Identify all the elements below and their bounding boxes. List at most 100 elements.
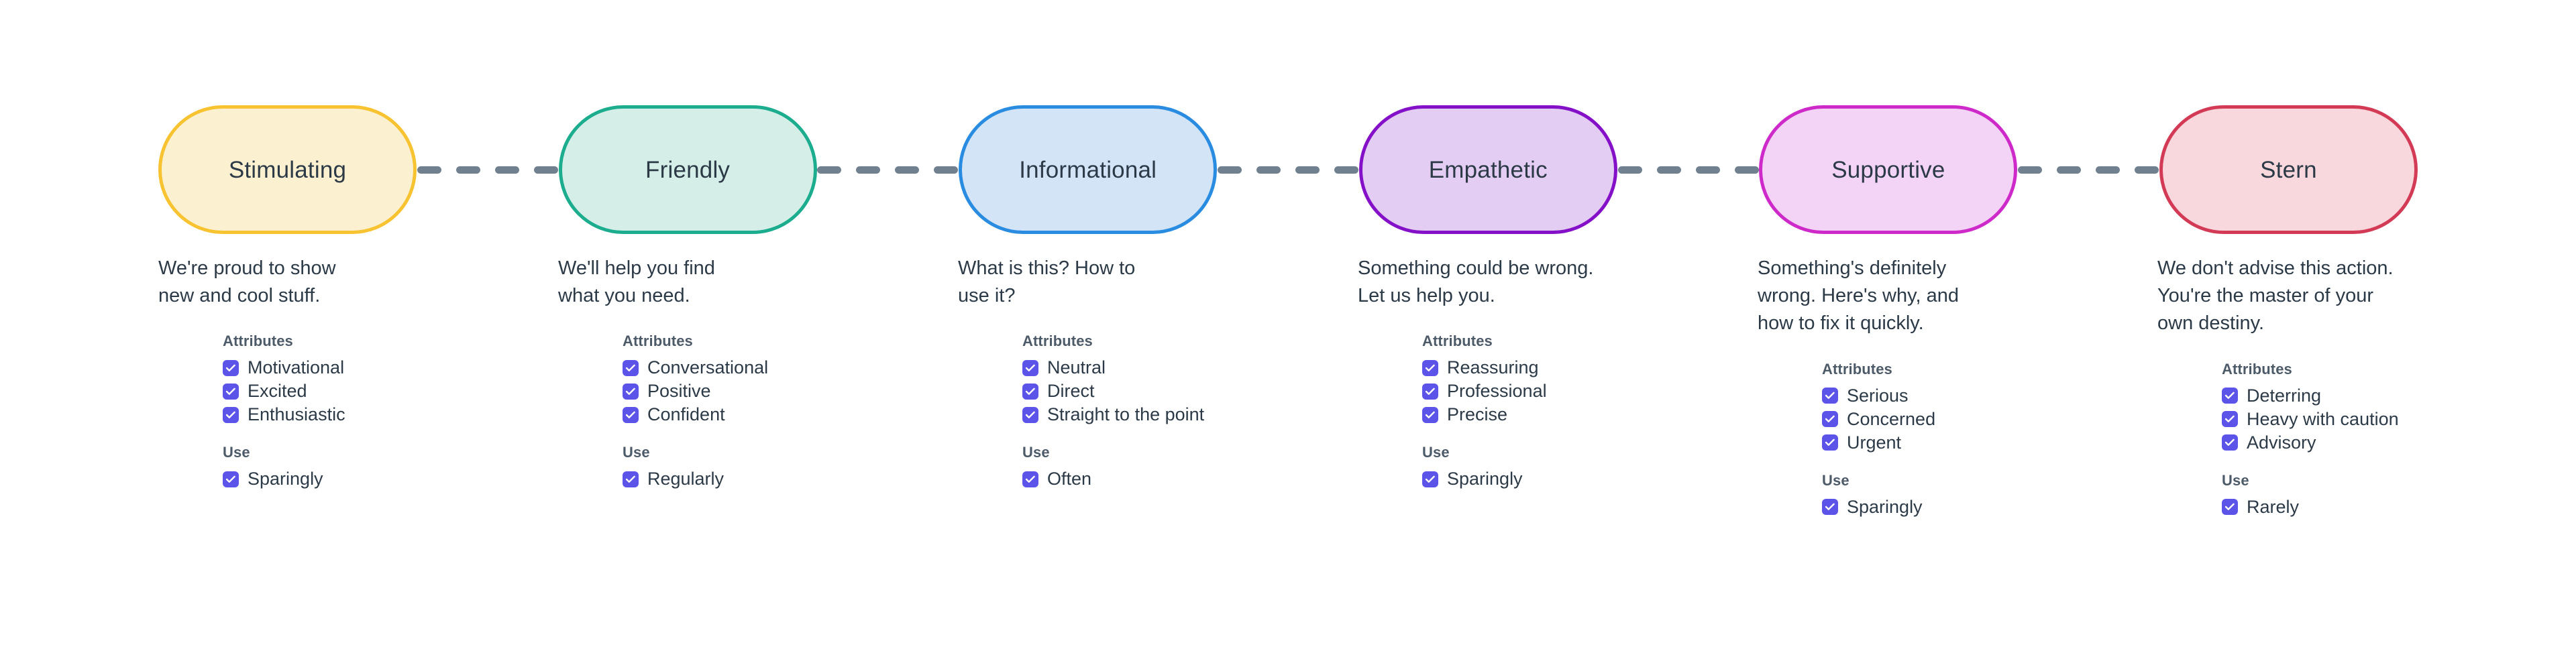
- connector-dash: [1656, 166, 1681, 174]
- tone-pill-stimulating[interactable]: Stimulating: [158, 105, 417, 234]
- checkbox-checked-icon[interactable]: [2222, 411, 2238, 428]
- connector-dash: [1734, 166, 1759, 174]
- attribute-checkbox-row[interactable]: Direct: [1022, 379, 1216, 403]
- tone-pill-supportive[interactable]: Supportive: [1759, 105, 2018, 234]
- checkbox-checked-icon[interactable]: [223, 383, 239, 400]
- attribute-checkbox-row[interactable]: Neutral: [1022, 356, 1216, 379]
- checkbox-checked-icon[interactable]: [223, 471, 239, 487]
- checkbox-checked-icon[interactable]: [1422, 471, 1438, 487]
- connector-dash: [2135, 166, 2159, 174]
- checkbox-checked-icon[interactable]: [1422, 359, 1438, 376]
- checkbox-checked-icon[interactable]: [1422, 383, 1438, 400]
- attribute-checkbox-row[interactable]: Straight to the point: [1022, 403, 1216, 426]
- connector-dash: [2057, 166, 2082, 174]
- use-checkbox-row[interactable]: Sparingly: [1422, 467, 1616, 491]
- attribute-checkbox-row[interactable]: Advisory: [2222, 431, 2416, 455]
- attribute-checkbox-row[interactable]: Serious: [1822, 384, 2016, 408]
- connector-dash: [2096, 166, 2121, 174]
- tone-pill-label: Friendly: [645, 156, 731, 183]
- checkbox-label: Motivational: [248, 357, 345, 378]
- connector-dash: [417, 166, 441, 174]
- checkbox-label: Neutral: [1047, 357, 1106, 378]
- connector-dash: [2018, 166, 2043, 174]
- attribute-checkbox-row[interactable]: Deterring: [2222, 384, 2416, 408]
- attribute-checkbox-row[interactable]: Positive: [623, 379, 816, 403]
- tone-description: We're proud to show new and cool stuff.: [158, 257, 336, 307]
- attribute-checkbox-row[interactable]: Motivational: [223, 356, 417, 379]
- checkbox-checked-icon[interactable]: [2222, 388, 2238, 404]
- checkbox-checked-icon[interactable]: [623, 359, 639, 376]
- attribute-checkbox-row[interactable]: Reassuring: [1422, 356, 1616, 379]
- attributes-heading: Attributes: [1022, 333, 1093, 350]
- use-heading: Use: [1822, 471, 1849, 489]
- use-checkbox-row[interactable]: Sparingly: [223, 467, 417, 491]
- tone-pill-stern[interactable]: Stern: [2159, 105, 2418, 234]
- tone-description: Something's definitely wrong. Here's why…: [1758, 257, 1959, 335]
- use-checkbox-row[interactable]: Sparingly: [1822, 495, 2016, 519]
- tone-pill-friendly[interactable]: Friendly: [558, 105, 817, 234]
- attribute-checkbox-row[interactable]: Concerned: [1822, 408, 2016, 431]
- tone-column-stimulating: We're proud to show new and cool stuff. A…: [158, 255, 417, 519]
- use-heading: Use: [223, 444, 250, 461]
- connector-dash: [494, 166, 519, 174]
- attributes-heading: Attributes: [1822, 360, 1892, 377]
- checkbox-checked-icon[interactable]: [2222, 499, 2238, 516]
- checkbox-checked-icon[interactable]: [1022, 359, 1038, 376]
- attribute-checkbox-row[interactable]: Urgent: [1822, 431, 2016, 455]
- dashed-connector: [817, 165, 959, 174]
- attribute-checkbox-row[interactable]: Excited: [223, 379, 417, 403]
- checkbox-checked-icon[interactable]: [1022, 383, 1038, 400]
- attribute-checkbox-row[interactable]: Confident: [623, 403, 816, 426]
- use-checkbox-row[interactable]: Regularly: [623, 467, 816, 491]
- checkbox-checked-icon[interactable]: [223, 359, 239, 376]
- tone-pill-informational[interactable]: Informational: [959, 105, 1218, 234]
- attribute-checkbox-row[interactable]: Precise: [1422, 403, 1616, 426]
- checkbox-label: Precise: [1447, 404, 1508, 425]
- checkbox-label: Deterring: [2247, 385, 2322, 406]
- checkbox-checked-icon[interactable]: [1022, 471, 1038, 487]
- attribute-checkbox-row[interactable]: Conversational: [623, 356, 816, 379]
- tone-description: What is this? How to use it?: [958, 257, 1136, 307]
- use-heading: Use: [2222, 471, 2249, 489]
- attribute-checkbox-row[interactable]: Heavy with caution: [2222, 408, 2416, 431]
- checkbox-checked-icon[interactable]: [1822, 388, 1838, 404]
- attribute-checkbox-row[interactable]: Enthusiastic: [223, 403, 417, 426]
- checkbox-checked-icon[interactable]: [623, 383, 639, 400]
- checkbox-checked-icon[interactable]: [623, 406, 639, 423]
- tone-description: Something could be wrong. Let us help yo…: [1358, 257, 1594, 307]
- checkbox-checked-icon[interactable]: [223, 406, 239, 423]
- checkbox-label: Reassuring: [1447, 357, 1539, 378]
- use-heading: Use: [623, 444, 650, 461]
- checkbox-checked-icon[interactable]: [623, 471, 639, 487]
- checkbox-label: Positive: [647, 381, 711, 402]
- use-checkbox-row[interactable]: Rarely: [2222, 495, 2416, 519]
- attribute-checkbox-row[interactable]: Professional: [1422, 379, 1616, 403]
- checkbox-checked-icon[interactable]: [1822, 499, 1838, 516]
- tone-pill-empathetic[interactable]: Empathetic: [1358, 105, 1617, 234]
- tone-pill-label: Stern: [2260, 156, 2317, 183]
- checkbox-checked-icon[interactable]: [2222, 434, 2238, 451]
- checkbox-checked-icon[interactable]: [1822, 411, 1838, 428]
- dashed-connector: [417, 165, 559, 174]
- checkbox-checked-icon[interactable]: [1422, 406, 1438, 423]
- checkbox-label: Serious: [1847, 385, 1909, 406]
- tone-pill-label: Stimulating: [228, 156, 347, 183]
- checkbox-checked-icon[interactable]: [1022, 406, 1038, 423]
- tone-column-friendly: We'll help you find what you need.Attrib…: [558, 255, 816, 519]
- checkbox-checked-icon[interactable]: [1822, 434, 1838, 451]
- checkbox-label: Confident: [647, 404, 725, 425]
- checkbox-label: Enthusiastic: [248, 404, 345, 425]
- checkbox-label: Sparingly: [1447, 469, 1523, 489]
- checkbox-label: Concerned: [1847, 408, 1936, 429]
- use-checkbox-row[interactable]: Often: [1022, 467, 1216, 491]
- connector-dash: [856, 166, 881, 174]
